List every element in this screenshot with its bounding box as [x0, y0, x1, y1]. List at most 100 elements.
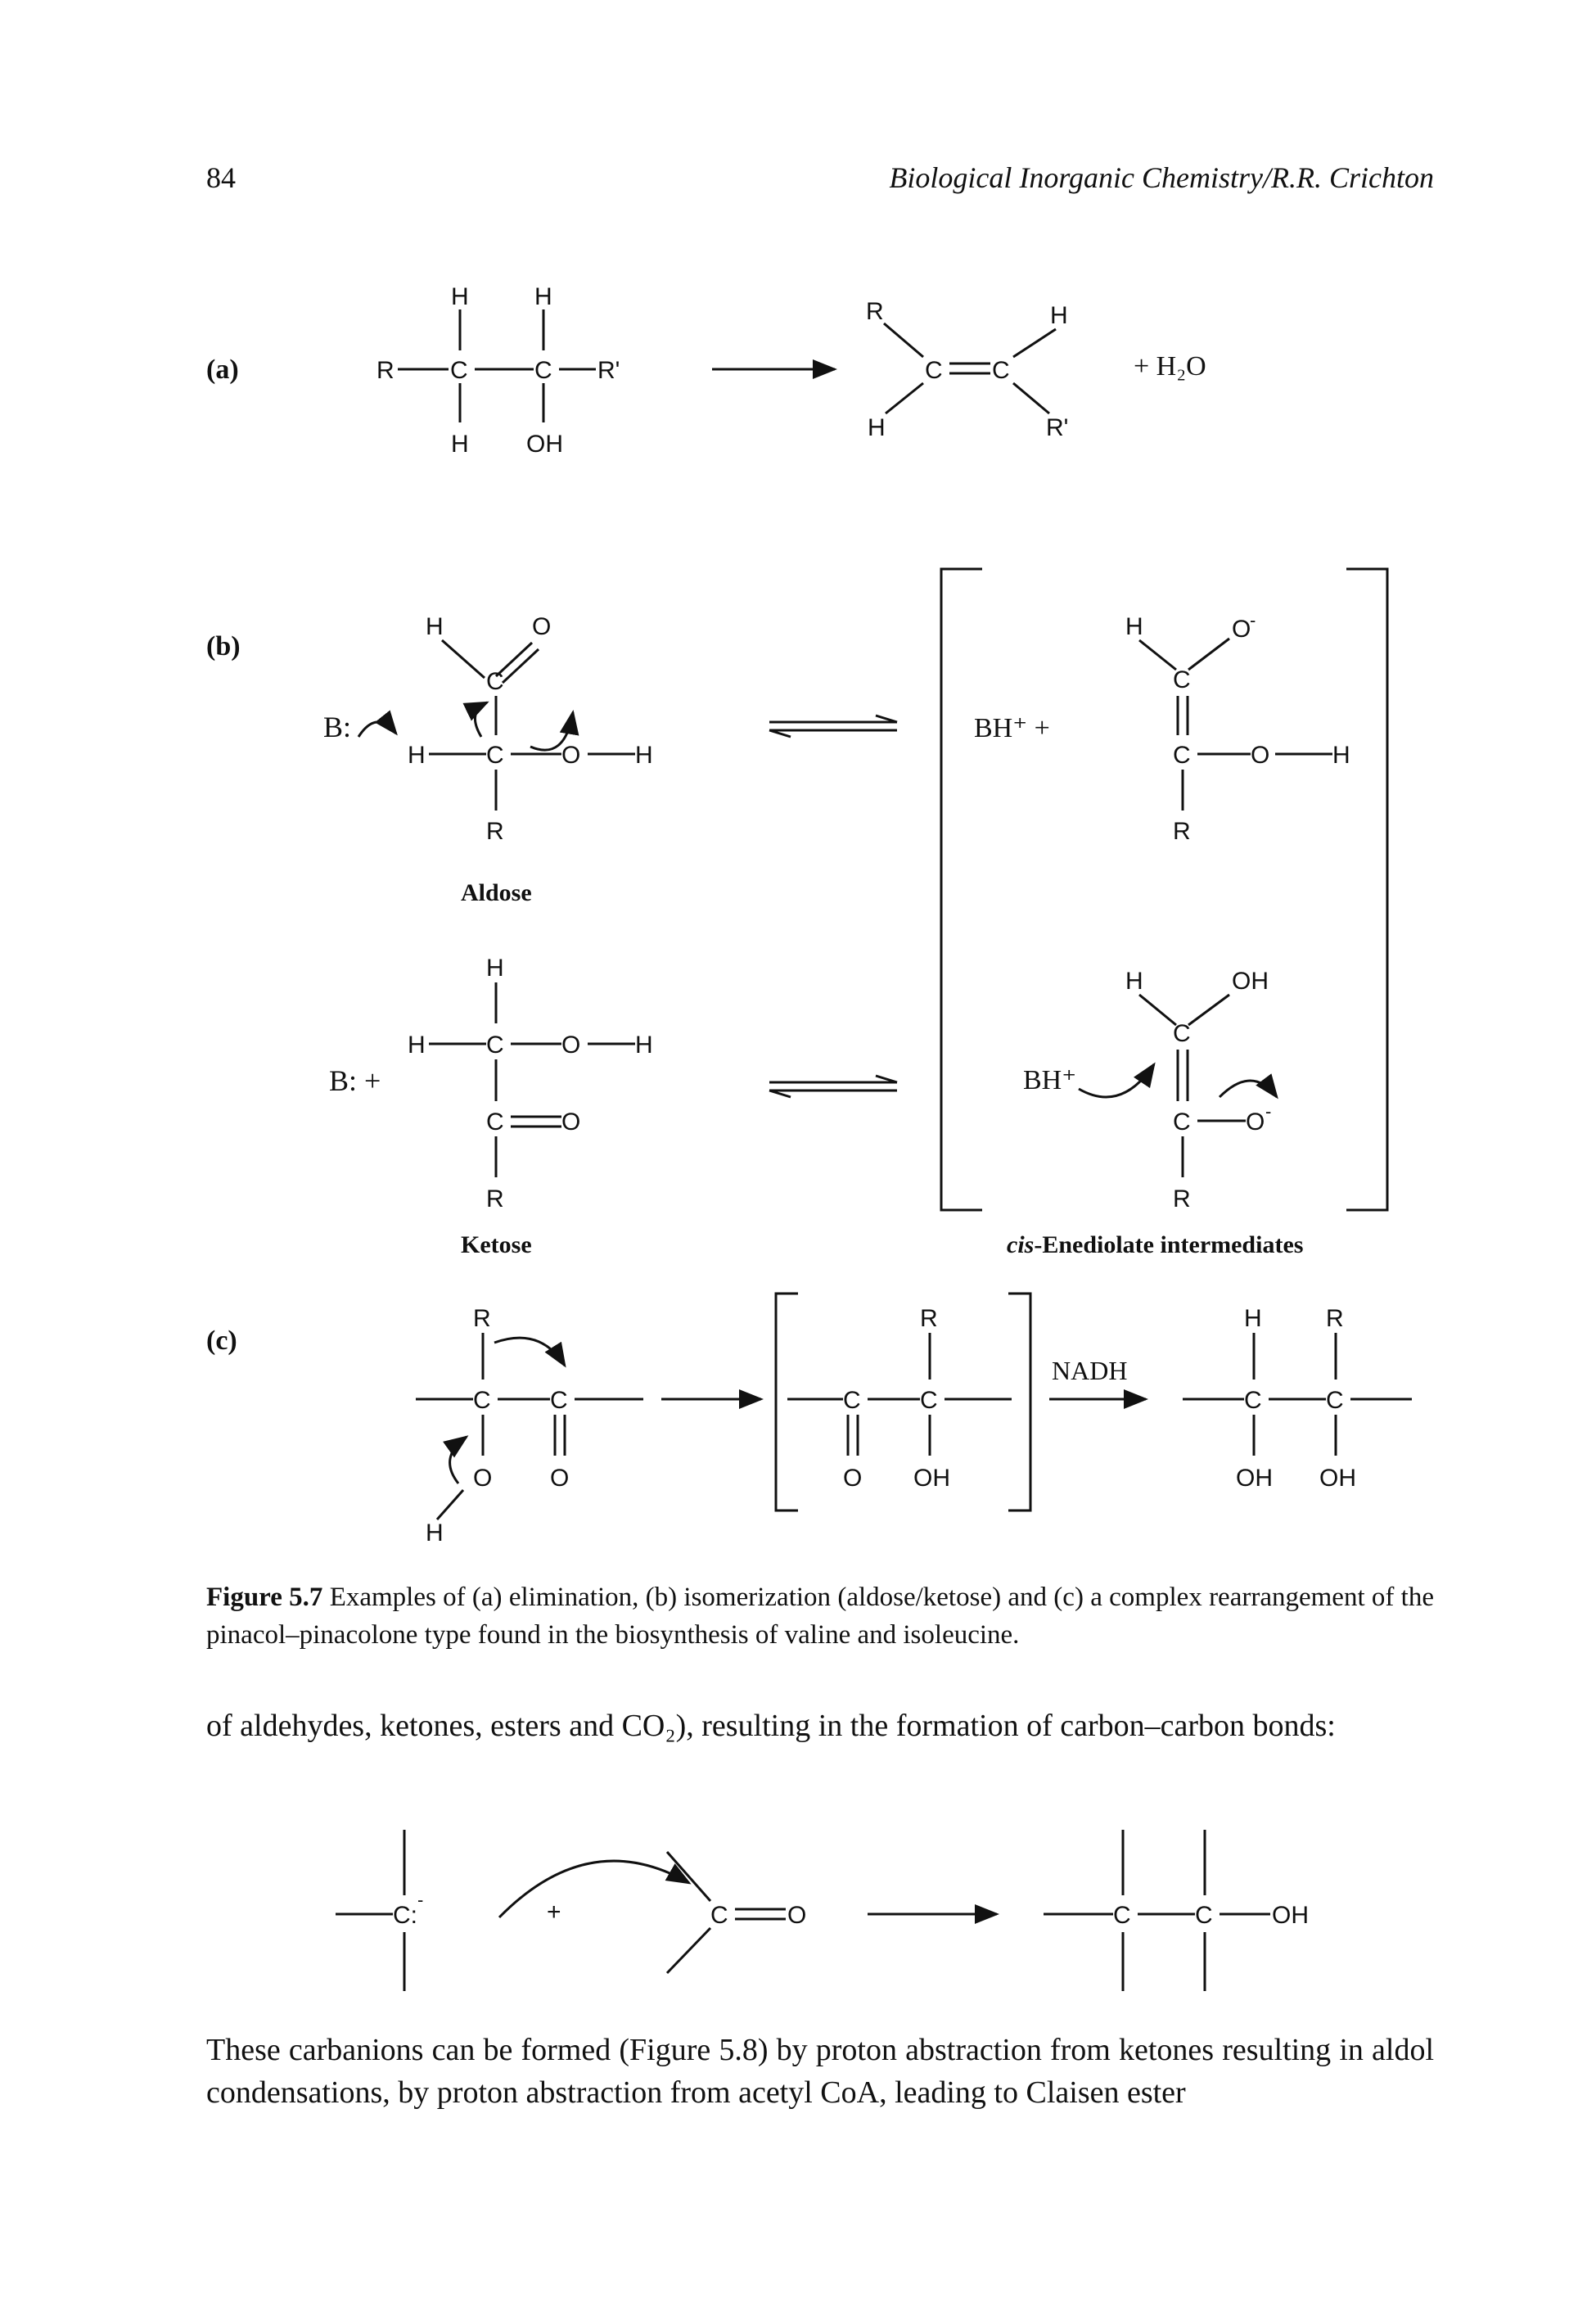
svg-text:H: H	[486, 955, 504, 982]
carbanion: C: -	[336, 1830, 423, 1991]
base-aldose: B:	[323, 711, 351, 743]
panel-a-product: C C R H H R'	[866, 298, 1068, 441]
attack-arrow	[498, 1859, 692, 1919]
svg-text:O: O	[550, 1465, 569, 1492]
svg-text:O: O	[473, 1465, 492, 1492]
base-ketose: B: +	[329, 1064, 381, 1097]
right-bracket-c	[1008, 1292, 1032, 1512]
svg-text:O: O	[561, 742, 580, 769]
panel-c-product: H R C C OH OH	[1183, 1305, 1412, 1492]
svg-text:R': R'	[1046, 414, 1068, 441]
svg-text:C: C	[1113, 1902, 1131, 1929]
svg-text:H: H	[534, 283, 552, 310]
panel-a-label: (a)	[206, 354, 239, 385]
svg-text:R: R	[486, 818, 504, 845]
svg-text:C: C	[473, 1387, 491, 1414]
svg-text:C: C	[486, 1032, 504, 1059]
svg-text:H: H	[426, 613, 444, 640]
svg-text:H: H	[1050, 302, 1068, 329]
svg-text:C: C	[1173, 666, 1191, 693]
figure-5-7: (a) R C C R' H H H OH C C R	[206, 283, 1412, 1547]
svg-text:H: H	[1244, 1305, 1262, 1332]
svg-text:OH: OH	[1272, 1902, 1309, 1929]
svg-text:R': R'	[597, 357, 620, 384]
ketose-name: Ketose	[461, 1231, 532, 1258]
alcohol-product: C C OH	[1044, 1830, 1309, 1991]
svg-text:C: C	[992, 357, 1010, 384]
svg-text:C: C	[486, 1109, 504, 1136]
aldose-name: Aldose	[461, 879, 532, 906]
electron-arrow	[357, 710, 398, 738]
svg-text:O: O	[1251, 742, 1269, 769]
svg-text:R: R	[486, 1185, 504, 1212]
svg-text:C: C	[1326, 1387, 1344, 1414]
equilibrium-arrow-2	[769, 1074, 898, 1099]
reagent-nadh: NADH	[1052, 1356, 1127, 1385]
body-paragraph-2: These carbanions can be formed (Figure 5…	[206, 2033, 1434, 2110]
body-paragraph-1: of aldehydes, ketones, esters and CO₂), …	[206, 1709, 1336, 1743]
svg-text:C: C	[1173, 1020, 1191, 1047]
svg-text:OH: OH	[1236, 1465, 1273, 1492]
svg-text:H: H	[426, 1519, 444, 1547]
panel-b: (b) B: H O C H C O H R Aldose B:	[206, 567, 1389, 1258]
svg-text:R: R	[1326, 1305, 1344, 1332]
electron-arrow	[530, 710, 579, 752]
svg-text:C:: C:	[393, 1902, 417, 1929]
svg-text:H: H	[1125, 613, 1143, 640]
intermediates-label: cis-Enediolate intermediates	[1007, 1231, 1303, 1258]
svg-text:O: O	[1232, 616, 1251, 643]
svg-text:C: C	[486, 668, 504, 695]
plus-sign: +	[547, 1899, 561, 1926]
svg-text:-: -	[417, 1890, 423, 1910]
enediolate-intermediate-2: BH⁺ H OH C C O - R	[1023, 968, 1278, 1212]
panel-c-label: (c)	[206, 1325, 237, 1356]
svg-text:H: H	[408, 1032, 426, 1059]
running-title: Biological Inorganic Chemistry/R.R. Cric…	[889, 161, 1434, 194]
svg-text:H: H	[635, 1032, 653, 1059]
left-bracket	[940, 567, 982, 1212]
svg-text:R: R	[920, 1305, 938, 1332]
right-bracket	[1346, 567, 1389, 1212]
svg-text:OH: OH	[526, 431, 563, 458]
panel-c-intermediate: C C R O OH	[787, 1305, 1012, 1492]
svg-text:O: O	[787, 1902, 806, 1929]
svg-text:C: C	[1173, 742, 1191, 769]
water-product: + H₂O	[1134, 351, 1206, 382]
figure-caption: Figure 5.7 Examples of (a) elimination, …	[206, 1578, 1434, 1654]
svg-text:C: C	[1195, 1902, 1213, 1929]
svg-text:O: O	[561, 1032, 580, 1059]
svg-text:R: R	[376, 357, 394, 384]
svg-text:C: C	[450, 357, 468, 384]
aldose-structure: B: H O C H C O H R	[323, 613, 653, 845]
svg-text:O: O	[843, 1465, 862, 1492]
carbonyl: C O	[665, 1851, 806, 1975]
svg-text:C: C	[534, 357, 552, 384]
svg-text:H: H	[1125, 968, 1143, 995]
svg-text:H: H	[868, 414, 886, 441]
svg-text:O: O	[1246, 1109, 1265, 1136]
svg-text:H: H	[408, 742, 426, 769]
svg-text:-: -	[1250, 610, 1256, 630]
page-number: 84	[206, 161, 236, 194]
carbanion-addition-scheme: C: - + C O C C OH	[336, 1830, 1309, 1991]
svg-text:C: C	[843, 1387, 861, 1414]
svg-text:R: R	[473, 1305, 491, 1332]
panel-a: (a) R C C R' H H H OH C C R	[206, 283, 1206, 458]
electron-arrow	[1078, 1062, 1156, 1099]
svg-text:C: C	[550, 1387, 568, 1414]
svg-text:O: O	[561, 1109, 580, 1136]
svg-text:R: R	[1173, 818, 1191, 845]
svg-text:H: H	[451, 283, 469, 310]
svg-text:C: C	[486, 742, 504, 769]
svg-text:C: C	[920, 1387, 938, 1414]
electron-arrow	[462, 701, 489, 738]
svg-text:H: H	[451, 431, 469, 458]
ketose-structure: B: + H H C O H C O R	[329, 955, 653, 1212]
svg-text:C: C	[925, 357, 943, 384]
svg-text:H: H	[1332, 742, 1350, 769]
panel-c-reactant: R C C O H O	[416, 1305, 643, 1547]
svg-text:OH: OH	[913, 1465, 950, 1492]
page-header: 84 Biological Inorganic Chemistry/R.R. C…	[206, 160, 1434, 210]
enediolate-intermediate-1: BH⁺ + H O - C C O H R	[974, 610, 1350, 845]
svg-text:C: C	[1244, 1387, 1262, 1414]
